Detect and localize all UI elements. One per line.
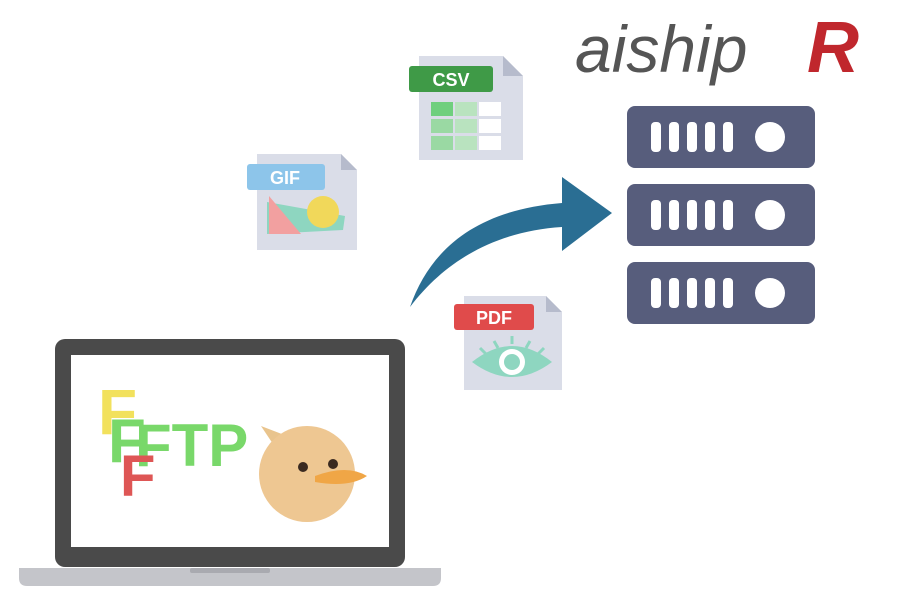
logo-text-main: aiship [575, 12, 747, 86]
logo-text-accent: R [807, 8, 859, 88]
pdf-file-icon: PDF [454, 296, 562, 390]
duck-mascot-icon [259, 426, 367, 522]
laptop-icon: F FTP F F [19, 339, 441, 586]
letter-f-red: F [120, 444, 155, 509]
csv-file-icon: CSV [409, 56, 523, 160]
server-unit-2 [627, 184, 815, 246]
server-light-icon [755, 200, 785, 230]
gif-file-icon: GIF [247, 154, 357, 250]
csv-grid [431, 102, 501, 150]
image-icon [267, 196, 345, 234]
csv-label: CSV [432, 70, 469, 90]
upload-arrow [410, 177, 612, 307]
gif-label: GIF [270, 168, 300, 188]
server-unit-3 [627, 262, 815, 324]
ftp-app-logo: F FTP F F [98, 376, 248, 509]
server-light-icon [755, 278, 785, 308]
gif-tag [247, 164, 325, 190]
aishipr-logo: aiship R [575, 8, 859, 88]
csv-tag [409, 66, 493, 92]
pdf-label: PDF [476, 308, 512, 328]
server-unit-1 [627, 106, 815, 168]
pdf-tag [454, 304, 534, 330]
laptop-base [19, 568, 441, 586]
letter-f-yellow: F [98, 376, 137, 448]
letter-f-green: F [108, 407, 146, 476]
server-light-icon [755, 122, 785, 152]
eye-icon [472, 336, 552, 377]
app-title: FTP [135, 412, 248, 479]
